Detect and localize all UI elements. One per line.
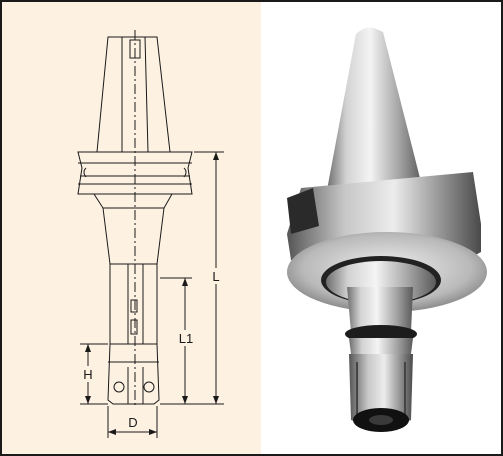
flange (77, 151, 193, 195)
label-mask (177, 330, 195, 346)
photo-collet-bore (369, 415, 393, 425)
technical-drawing-panel: L L1 H D (2, 2, 261, 454)
label-mask (81, 366, 95, 382)
arrowhead (182, 396, 188, 404)
photo-drive-key (287, 188, 319, 234)
photo-collet-nut (349, 354, 413, 427)
label-mask (209, 268, 223, 284)
photo-taper (327, 27, 423, 190)
arrowhead (182, 278, 188, 286)
dim-label-D: D (128, 415, 137, 430)
product-photo-panel (261, 2, 501, 454)
tool-holder-photo (287, 27, 487, 432)
photo-body (347, 287, 413, 332)
wrench-slot (113, 381, 125, 393)
flange-v-notch (183, 167, 187, 178)
drive-slot (129, 39, 141, 59)
dim-label-H: H (83, 367, 92, 382)
collet-nut (107, 343, 160, 405)
dim-label-L1: L1 (179, 331, 193, 346)
flange-v-notch (83, 167, 87, 178)
taper-shank (96, 36, 171, 153)
arrowhead (108, 429, 116, 435)
body (109, 263, 158, 345)
arrowhead (213, 152, 219, 160)
tool-holder-drawing: L L1 H D (77, 30, 224, 438)
internal-detail (130, 299, 138, 313)
wrench-slot (143, 381, 155, 393)
dim-label-L: L (212, 269, 219, 284)
arrowhead (85, 396, 91, 404)
arrowhead (149, 429, 157, 435)
internal-detail (130, 319, 138, 335)
arrowhead (213, 396, 219, 404)
arrowhead (85, 344, 91, 352)
neck (93, 193, 173, 265)
taper-inner-line (144, 36, 149, 153)
photo-body-lower (349, 338, 413, 354)
